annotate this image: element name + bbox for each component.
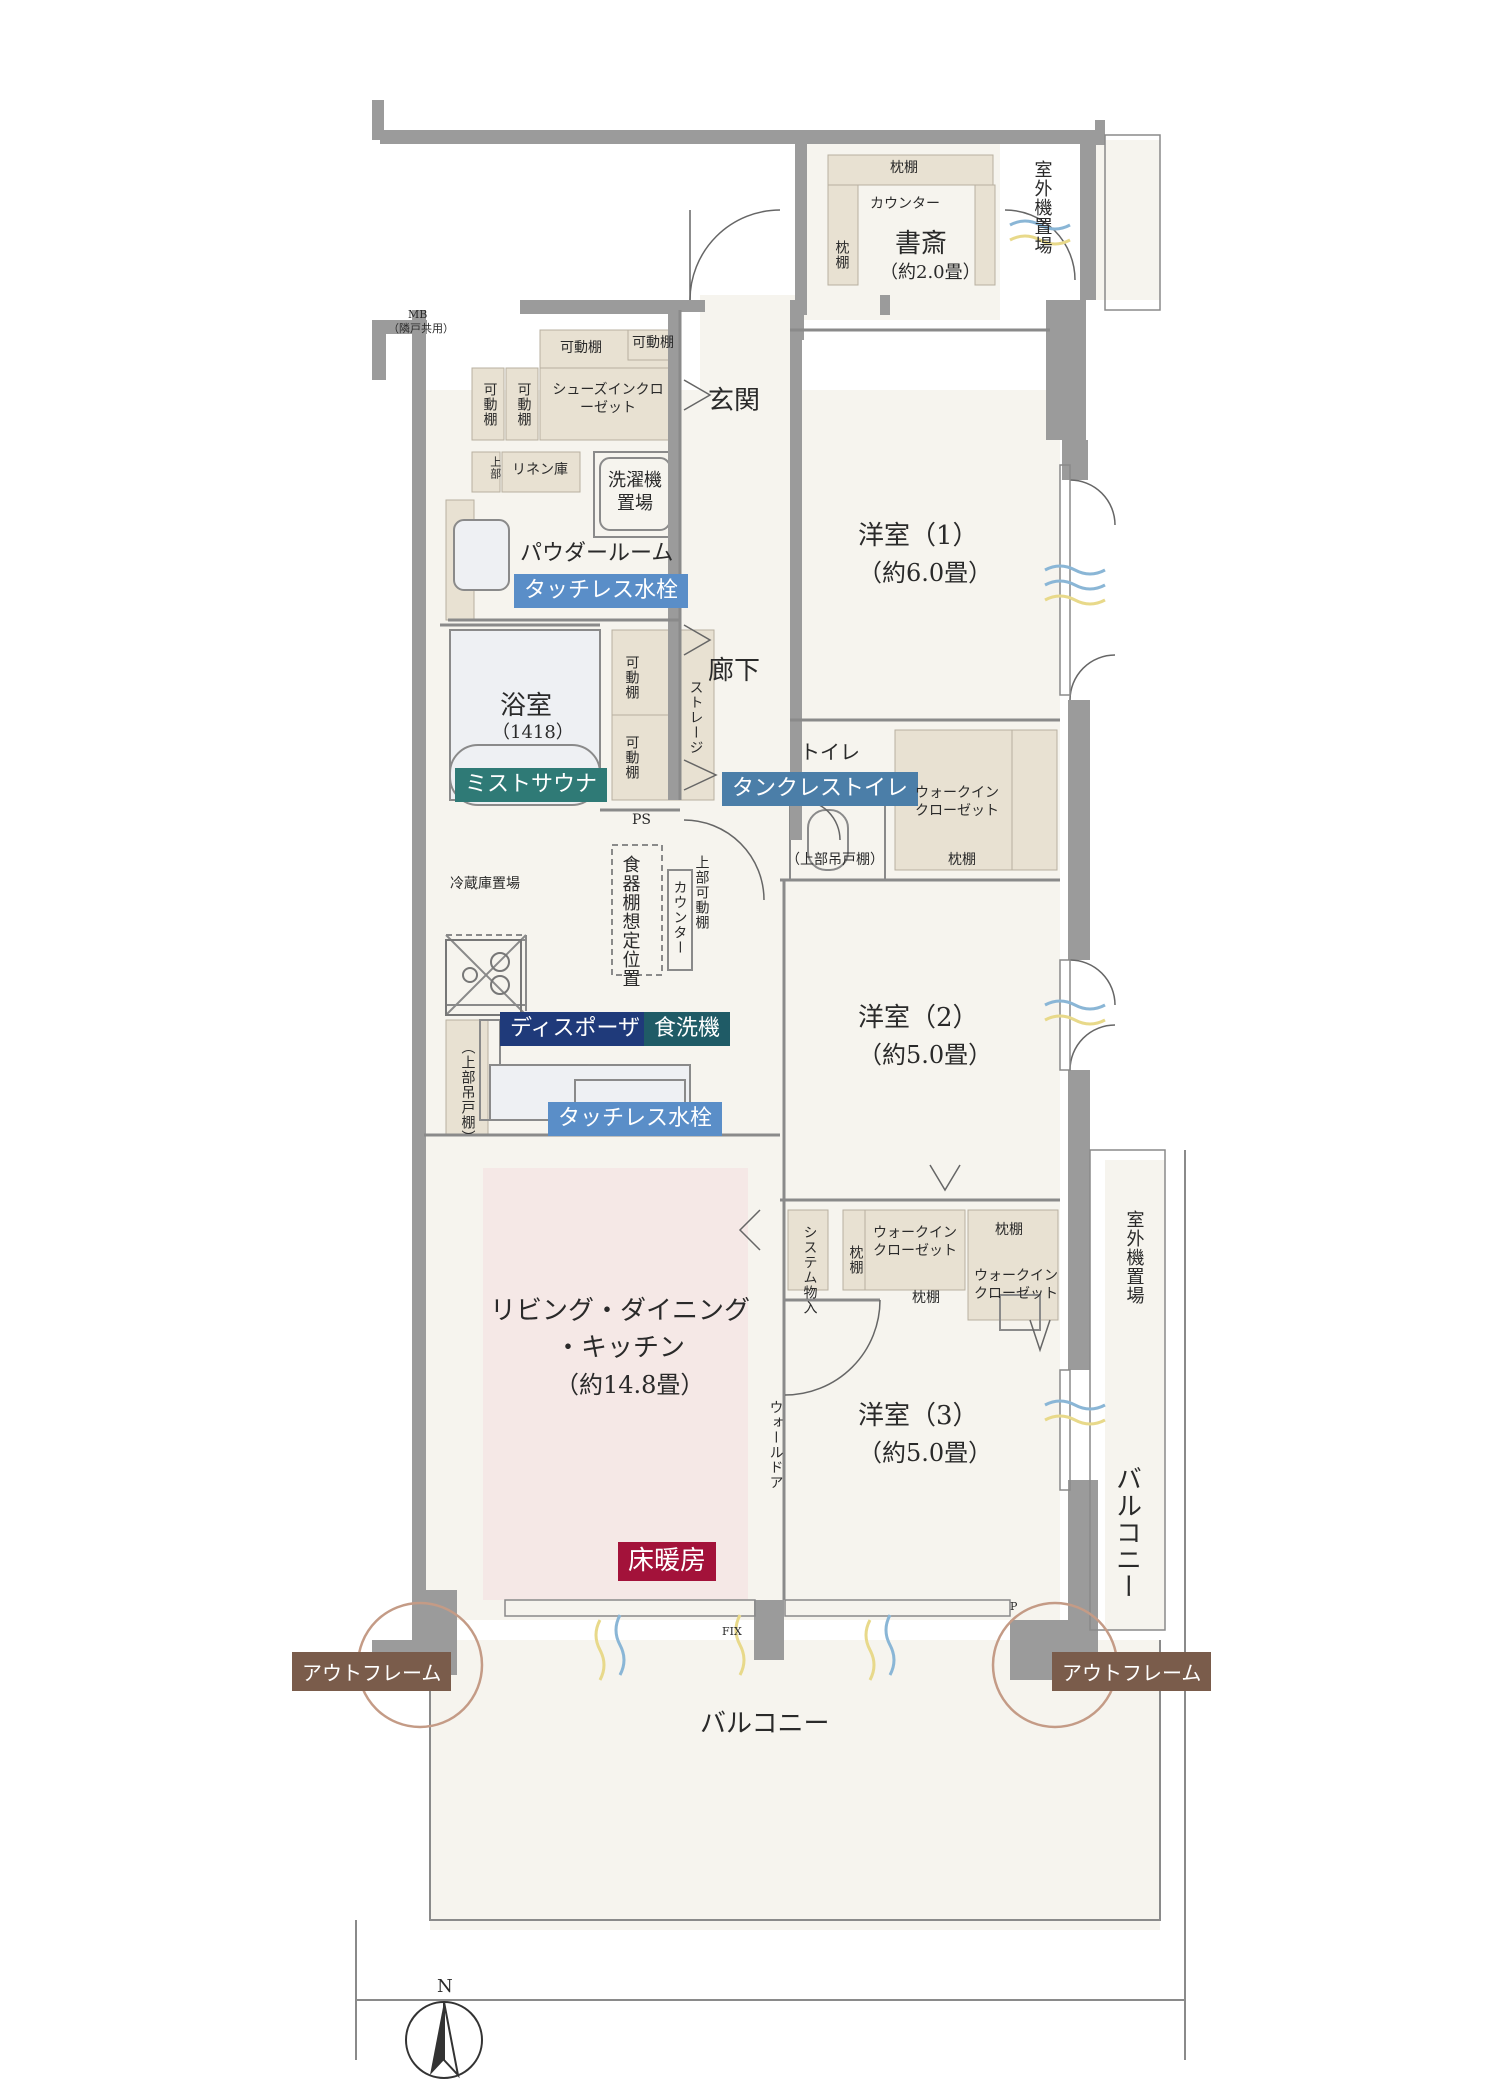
floor-heating-badge: 床暖房 (618, 1542, 717, 1582)
bath-size: （1418） (492, 722, 574, 743)
mb-note: （隣戸共用） (388, 322, 454, 335)
dishwasher-badge: 食洗機 (644, 1012, 731, 1047)
entrance-name: 玄関 (708, 386, 761, 416)
hallway-name: 廊下 (708, 656, 761, 686)
wall-door: ウォールドア (767, 1400, 784, 1490)
study-pillow-shelf: 枕棚 (890, 160, 918, 176)
linen-upper: 上部 (488, 456, 502, 480)
disposer-badge: ディスポーザ (500, 1012, 651, 1047)
western2-area: （約5.0畳） (858, 1041, 993, 1069)
stove-burners (445, 939, 522, 1016)
shoes-in-closet: シューズインクローゼット (552, 382, 664, 416)
study-name: 書斎 (895, 229, 948, 259)
ldk-area: （約14.8畳） (555, 1371, 705, 1399)
ldk-line2: ・キッチン (555, 1333, 686, 1363)
doors (683, 209, 1116, 1396)
pillow-shelf-w3-side: 枕棚 (847, 1245, 864, 1275)
ldk-line1: リビング・ダイニング (490, 1296, 751, 1326)
western1-name: 洋室（1） (858, 521, 979, 551)
western1-area: （約6.0畳） (858, 559, 993, 587)
walls (372, 100, 1105, 1680)
touchless-faucet-powder-badge: タッチレス水栓 (514, 574, 689, 609)
out-frame-right-tag: アウトフレーム (1052, 1652, 1212, 1691)
powder-room-name: パウダールーム (520, 541, 674, 566)
study-pillow-shelf-side: 枕棚 (833, 240, 850, 270)
toilet-upper-hanging: （上部吊戸棚） (786, 852, 884, 868)
walk-in-closet-3-pillow: 枕棚 (995, 1222, 1023, 1238)
walk-in-closet-1: ウォークインクローゼット (915, 785, 999, 819)
kitchen-upper-hanging: （上部吊戸棚） (459, 1040, 476, 1145)
study-area: （約2.0畳） (880, 262, 981, 283)
touchless-faucet-kitchen-badge: タッチレス水栓 (548, 1102, 723, 1137)
north-arrow-icon (405, 2001, 483, 2079)
fix-label: FIX (722, 1625, 742, 1638)
storage-fills (445, 154, 1059, 1321)
toilet-name: トイレ (800, 740, 860, 764)
balcony-outline (355, 1150, 1186, 2060)
outdoor-unit-side: 室外機置場 (1123, 1210, 1145, 1305)
out-frame-left-tag: アウトフレーム (292, 1652, 452, 1691)
storage-label: ストレージ (687, 680, 704, 755)
walk-in-closet-1-pillow: 枕棚 (948, 852, 976, 868)
p-label: P (1010, 1600, 1018, 1613)
western3-area: （約5.0畳） (858, 1439, 993, 1467)
movable-shelf-c: 可動棚 (481, 382, 498, 427)
cupboard-position: 食器棚想定位置 (619, 855, 641, 988)
fridge-area: 冷蔵庫置場 (450, 876, 520, 892)
movable-shelf-f: 可動棚 (623, 735, 640, 780)
upper-movable-shelf: 上部可動棚 (693, 855, 710, 930)
walk-in-closet-2: ウォークインクローゼット (873, 1225, 957, 1259)
ps-label: PS (632, 812, 652, 828)
balcony-side-name: バルコニー (1111, 1465, 1142, 1600)
linen-storage: リネン庫 (512, 462, 568, 478)
western3-name: 洋室（3） (858, 1401, 979, 1431)
mist-sauna-badge: ミストサウナ (455, 768, 608, 803)
movable-shelf-d: 可動棚 (515, 382, 532, 427)
walk-in-closet-3: ウォークインクローゼット (974, 1268, 1058, 1302)
system-storage: システム物入 (801, 1225, 818, 1315)
walk-in-closet-2-pillow: 枕棚 (912, 1290, 940, 1306)
laundry-area: 洗濯機置場 (608, 470, 662, 514)
outdoor-unit-top: 室外機置場 (1031, 160, 1053, 255)
bath-name: 浴室 (500, 691, 553, 721)
balcony-main-name: バルコニー (700, 1709, 830, 1739)
movable-shelf-e: 可動棚 (623, 655, 640, 700)
north-label: N (437, 1976, 453, 1997)
movable-shelf-b: 可動棚 (632, 335, 674, 351)
airflow-marks (594, 219, 1106, 1681)
counter-vertical: カウンター (671, 880, 688, 955)
mb-label: MB (408, 308, 428, 321)
movable-shelf-a: 可動棚 (560, 340, 602, 356)
tankless-toilet-badge: タンクレストイレ (722, 772, 919, 807)
floor-heating-area (483, 1168, 748, 1600)
western2-name: 洋室（2） (858, 1003, 979, 1033)
study-counter: カウンター (870, 196, 940, 212)
